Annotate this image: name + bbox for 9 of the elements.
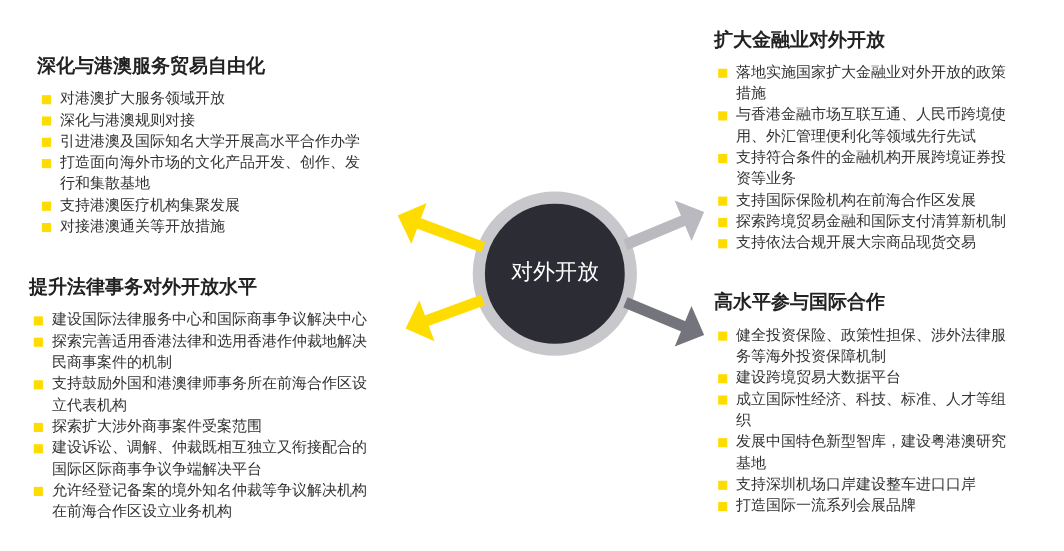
node-text: 扩大金融业对外开放 落地实施国家扩大金融业对外开放的政策措施 与香港金融市场互联互通、人民币跨境使用、外汇管理便利化等领域先行先试 支持符合条件的金融机构开展跨境证券投资等业务 支持国际保险机构在前海合作区发展 探索跨境贸易金融和国际支付清算新机制 支持依法合规开展大宗商品现货交易 — [713, 27, 1006, 251]
arrow — [623, 200, 705, 250]
node-text: 高水平参与国际合作 健全投资保险、政策性担保、涉外法律服务等海外投资保障机制 建设跨境贸易大数据平台 成立国际性经济、科技、标准、人才等组织 发展中国特色新型智库，建设粤港澳研究基地 支持深圳机场口岸建设整车进口口岸 打造国际一流系列会展品牌 — [713, 289, 1006, 514]
arrow — [623, 296, 705, 346]
arrow — [397, 202, 486, 253]
node-circle: 对外开放 — [472, 191, 637, 356]
arrow — [405, 294, 485, 341]
node-text: 提升法律事务对外开放水平 建设国际法律服务中心和国际商事争议解决中心 探索完善适用香港法律和选用香港作仲裁地解决民商事案件的机制 支持鼓励外国和港澳律师事务所在前海合作区设立代表机构 探索扩大涉外商事案件受案范围 建设诉讼、调解、仲裁既相互独立又衔接配合的国际区际商事争议争端解决平台 允许经登记备案的境外知名仲裁等争议解决机构在前海合作区设立业务机构 — [29, 274, 367, 520]
node-text: 深化与港澳服务贸易自由化 对港澳扩大服务领域开放 深化与港澳规则对接 引进港澳及国际知名大学开展高水平合作办学 打造面向海外市场的文化产品开发、创作、发行和集散基地 支持港澳医疗机构集聚发展 对接港澳通关等开放措施 — [37, 53, 360, 235]
